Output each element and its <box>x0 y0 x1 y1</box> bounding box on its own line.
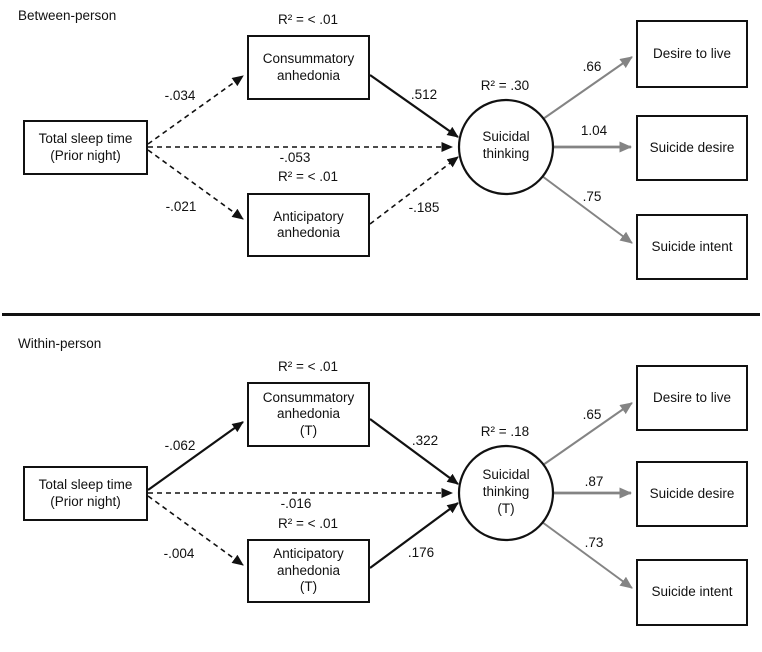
arrow-wp-sleep-to-anticipatory <box>147 495 244 566</box>
bp-latent-label: Suicidal thinking <box>482 129 530 161</box>
arrow-bp-latent-to-desire-live <box>542 56 633 120</box>
bp-outcome-suicide-desire: Suicide desire <box>636 115 748 181</box>
arrow-wp-consummatory-to-latent <box>369 418 459 485</box>
bp-outcome-suicide-intent: Suicide intent <box>636 214 748 280</box>
panel-divider <box>2 313 760 316</box>
wp-coef-consummatory-latent: .322 <box>411 433 439 448</box>
bp-anticipatory-r2: R² = < .01 <box>277 169 339 184</box>
wp-latent-r2: R² = .18 <box>480 424 530 439</box>
wp-consummatory-box: Consummatory anhedonia (T) <box>247 382 370 447</box>
wp-coef-sleep-consummatory: -.062 <box>164 438 196 453</box>
bp-anticipatory-box: Anticipatory anhedonia <box>247 193 370 257</box>
wp-sleep-box: Total sleep time (Prior night) <box>23 466 148 521</box>
arrow-wp-latent-to-desire-live <box>542 402 633 466</box>
bp-panel-title: Between-person <box>18 8 117 23</box>
bp-latent-r2: R² = .30 <box>480 78 530 93</box>
bp-coef-sleep-anticipatory: -.021 <box>165 199 197 214</box>
arrow-bp-latent-to-suicide-intent <box>541 175 633 244</box>
wp-consummatory-r2: R² = < .01 <box>277 359 339 374</box>
wp-coef-latent-desire-live: .65 <box>582 407 602 422</box>
wp-latent-label: Suicidal thinking (T) <box>482 467 530 516</box>
bp-coef-latent-desire-live: .66 <box>582 59 602 74</box>
bp-coef-sleep-latent: -.053 <box>279 150 311 165</box>
arrow-bp-sleep-to-anticipatory <box>147 149 244 220</box>
wp-anticipatory-box: Anticipatory anhedonia (T) <box>247 539 370 603</box>
bp-consummatory-r2: R² = < .01 <box>277 12 339 27</box>
arrow-wp-latent-to-suicide-intent <box>541 521 633 589</box>
wp-latent-circle <box>457 444 555 542</box>
arrow-bp-sleep-to-consummatory <box>147 75 244 145</box>
bp-outcome-desire-to-live: Desire to live <box>636 20 748 88</box>
wp-coef-latent-suicide-desire: .87 <box>584 474 604 489</box>
arrow-bp-anticipatory-to-latent <box>369 156 459 225</box>
bp-consummatory-box: Consummatory anhedonia <box>247 35 370 100</box>
arrow-bp-consummatory-to-latent <box>369 74 459 138</box>
wp-coef-sleep-anticipatory: -.004 <box>163 546 195 561</box>
arrow-wp-sleep-to-consummatory <box>147 421 244 491</box>
bp-sleep-box: Total sleep time (Prior night) <box>23 120 148 175</box>
wp-panel-title: Within-person <box>18 336 102 351</box>
bp-coef-consummatory-latent: .512 <box>410 87 438 102</box>
wp-anticipatory-r2: R² = < .01 <box>277 516 339 531</box>
wp-coef-sleep-latent: -.016 <box>280 496 312 511</box>
wp-outcome-suicide-intent: Suicide intent <box>636 559 748 626</box>
bp-coef-latent-suicide-desire: 1.04 <box>580 123 608 138</box>
arrow-wp-anticipatory-to-latent <box>369 502 459 569</box>
bp-latent-circle <box>457 98 555 196</box>
wp-outcome-suicide-desire: Suicide desire <box>636 461 748 527</box>
bp-coef-sleep-consummatory: -.034 <box>164 88 196 103</box>
bp-coef-anticipatory-latent: -.185 <box>408 200 440 215</box>
bp-coef-latent-suicide-intent: .75 <box>582 189 602 204</box>
wp-outcome-desire-to-live: Desire to live <box>636 365 748 431</box>
wp-coef-latent-suicide-intent: .73 <box>584 535 604 550</box>
wp-coef-anticipatory-latent: .176 <box>407 545 435 560</box>
